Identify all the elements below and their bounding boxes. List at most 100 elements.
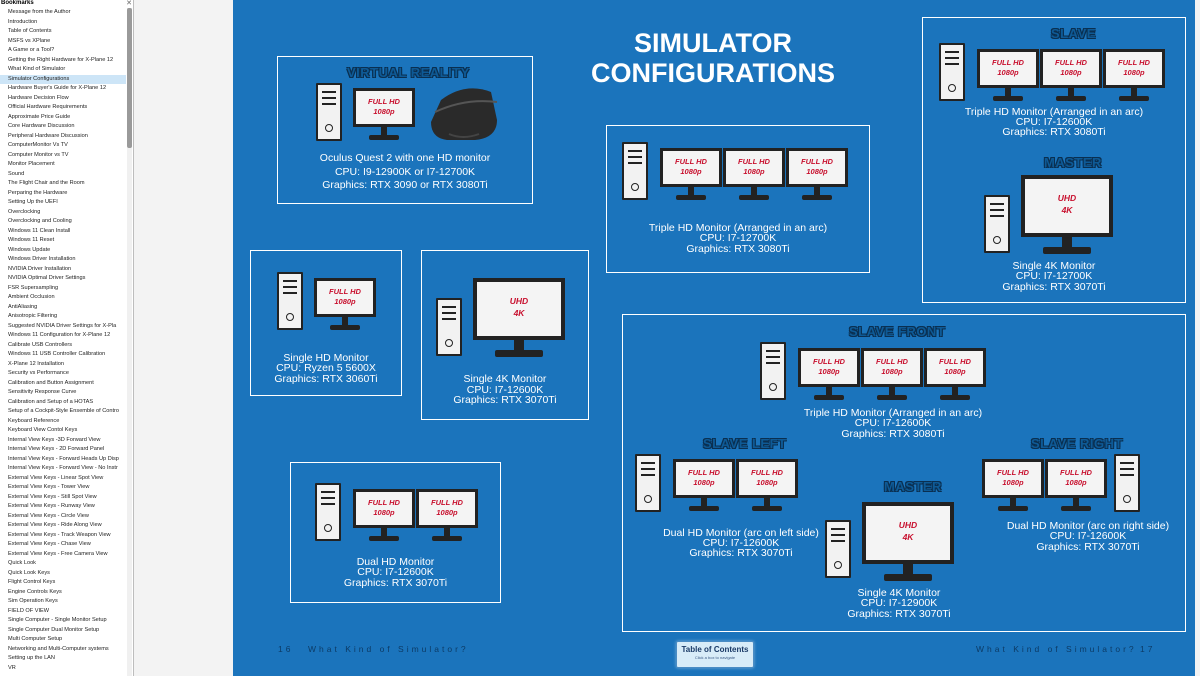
bookmark-item[interactable]: VR [8, 664, 16, 671]
bookmark-item[interactable]: The Flight Chair and the Room [8, 180, 85, 186]
config-box-single-hd[interactable] [250, 250, 402, 396]
bookmark-item[interactable]: Internal View Keys - Forward View - No I… [8, 465, 118, 471]
pc-tower-icon [939, 43, 965, 101]
config-box-vr[interactable] [277, 56, 533, 204]
bookmark-item[interactable]: Windows 11 Reset [8, 237, 55, 243]
caption-line: CPU: I7-12600K [1015, 116, 1093, 128]
bookmark-item[interactable]: Internal View Keys -3D Forward View [8, 436, 101, 443]
bookmark-item[interactable]: Sensitivity Response Curve [8, 389, 77, 395]
bookmark-item[interactable]: Calibration and Button Assignment [8, 379, 94, 386]
bookmark-item[interactable]: NVIDIA Optimal Driver Settings [8, 275, 86, 281]
toc-button-sub: Click a box to navigate [694, 655, 736, 660]
bookmark-item[interactable]: External View Keys - Free Camera View [8, 550, 108, 557]
bookmark-item[interactable]: ComputerMonitor Vs TV [8, 142, 68, 148]
bookmark-item[interactable]: Calibrate USB Controllers [8, 341, 73, 348]
caption-line: CPU: I7-12900K [860, 597, 938, 609]
bookmark-item[interactable]: MSFS vs XPlane [8, 37, 51, 44]
bookmark-item[interactable]: External View Keys - Circle View [8, 512, 89, 519]
bookmark-item[interactable]: Table of Contents [8, 28, 52, 34]
bookmark-item[interactable]: Setting Up the UEFI [8, 199, 58, 205]
config-box-dual-hd[interactable] [290, 462, 501, 603]
table-of-contents-button[interactable]: Table of Contents Click a box to navigat… [676, 641, 754, 668]
bookmark-item[interactable]: FSR Supersampling [8, 284, 59, 291]
bookmark-item[interactable]: Windows 11 Configuration for X-Plane 12 [8, 332, 111, 338]
bookmark-item[interactable]: Hardware Decision Flow [8, 94, 69, 101]
config-label-master: MASTER [1044, 155, 1102, 170]
close-icon[interactable]: ✕ [126, 0, 132, 7]
bookmark-item[interactable]: Sound [8, 170, 25, 177]
caption-line: Single HD Monitor [283, 352, 369, 364]
bookmark-item[interactable]: External View Keys - Linear Spot View [8, 474, 104, 481]
toc-button-label: Table of Contents [681, 645, 749, 654]
bookmark-item[interactable]: Single Computer Dual Monitor Setup [8, 626, 100, 633]
bookmark-item[interactable]: Calibration and Setup of a HOTAS [8, 398, 94, 405]
caption-line: CPU: I7-12600K [466, 384, 544, 396]
bookmark-item[interactable]: External View Keys - Runway View [8, 503, 95, 509]
bookmark-item[interactable]: Message from the Author [8, 9, 71, 15]
scrollbar-thumb[interactable] [127, 8, 132, 148]
bookmark-item[interactable]: External View Keys - Tower View [8, 484, 90, 490]
bookmark-item[interactable]: Quick Look [8, 560, 36, 566]
bookmark-item[interactable]: Engine Controls Keys [8, 588, 62, 595]
bookmark-item[interactable]: External View Keys - Track Weapon View [8, 531, 111, 538]
bookmark-item[interactable]: Suggested NVIDIA Driver Settings for X-P… [8, 322, 117, 329]
bookmark-item[interactable]: AntiAliasing [8, 303, 38, 310]
bookmark-item[interactable]: Security vs Performance [8, 370, 69, 376]
bookmark-item[interactable]: External View Keys - Still Spot View [8, 493, 97, 500]
bookmark-item[interactable]: Windows Driver Installation [8, 256, 76, 262]
bookmark-item[interactable]: Windows Update [8, 246, 51, 253]
bookmark-item[interactable]: Monitor Placement [8, 161, 55, 167]
bookmark-item[interactable]: Anisotropic Filtering [8, 313, 58, 319]
bookmark-item[interactable]: X-Plane 12 Installation [8, 360, 64, 367]
bookmark-item[interactable]: Internal View Keys - 2D Forward Panel [8, 446, 105, 452]
bookmark-item[interactable]: Keyboard View Contol Keys [8, 427, 78, 433]
page-number-left: 16 [278, 644, 294, 654]
config-box-slave-master[interactable] [922, 17, 1186, 303]
bookmark-item[interactable]: Multi Computer Setup [8, 636, 63, 642]
config-label-slave: SLAVE [1051, 26, 1096, 41]
bookmark-item[interactable]: Overclocking and Cooling [8, 218, 72, 224]
bookmark-item[interactable]: Quick Look Keys [8, 569, 50, 576]
config-box-four-computer[interactable] [622, 314, 1186, 632]
bookmark-item[interactable]: Perparing the Hardware [8, 189, 68, 196]
bookmark-item[interactable]: Windows 11 USB Controller Calibration [8, 351, 106, 357]
bookmarks-header: Bookmarks [1, 0, 34, 6]
bookmark-item[interactable]: Windows 11 Clean Install [8, 227, 71, 234]
bookmark-item[interactable]: External View Keys - Chase View [8, 541, 91, 547]
bookmark-item[interactable]: FIELD OF VIEW [8, 607, 50, 614]
vr-headset-icon [431, 88, 498, 140]
config-box-triple-hd[interactable] [606, 125, 870, 273]
bookmark-item[interactable]: Introduction [8, 18, 38, 25]
bookmark-item[interactable]: Sim Operation Keys [8, 598, 58, 604]
bookmarks-scrollbar[interactable] [127, 8, 132, 676]
bookmark-item[interactable]: Hardware Buyer's Guide for X-Plane 12 [8, 85, 107, 91]
bookmark-item[interactable]: Core Hardware Discussion [8, 123, 75, 129]
caption-line: CPU: I7-12700K [1015, 270, 1093, 282]
bookmark-item[interactable]: Single Computer - Single Monitor Setup [8, 617, 107, 623]
bookmark-item[interactable]: Computer Monitor vs TV [8, 151, 69, 158]
config-label-vr: VIRTUAL REALITY [347, 65, 470, 80]
bookmark-item[interactable]: Setup of a Cockpit-Style Ensemble of Con… [8, 408, 119, 414]
bookmark-item[interactable]: A Game or a Tool? [8, 47, 55, 53]
bookmark-item[interactable]: Official Hardware Requirements [8, 104, 88, 110]
bookmark-item[interactable]: Setting up the LAN [8, 655, 55, 661]
caption-line: CPU: Ryzen 5 5600X [276, 362, 376, 374]
caption-line: CPU: I7-12600K [854, 417, 932, 429]
bookmark-item[interactable]: Flight Control Keys [8, 579, 56, 585]
bookmark-item[interactable]: Approximate Price Guide [8, 113, 71, 120]
bookmark-item[interactable]: Getting the Right Hardware for X-Plane 1… [8, 56, 114, 63]
bookmark-item[interactable]: Internal View Keys - Forward Heads Up Di… [8, 455, 119, 462]
bookmark-item[interactable]: Peripheral Hardware Discussion [8, 132, 88, 139]
bookmark-item[interactable]: Ambient Occlusion [8, 294, 55, 300]
config-box-single-4k[interactable] [421, 250, 589, 420]
pc-tower-icon [436, 298, 462, 356]
bookmark-item[interactable]: Simulator Configurations [0, 74, 126, 84]
bookmark-item[interactable]: External View Keys - Ride Along View [8, 522, 102, 528]
bookmark-item[interactable]: Overclocking [8, 208, 41, 215]
bookmark-item[interactable]: Keyboard Reference [8, 417, 60, 424]
bookmark-item[interactable]: What Kind of Simulator [8, 66, 66, 72]
bookmark-item[interactable]: NVIDIA Driver Installation [8, 265, 72, 272]
bookmark-item[interactable]: Networking and Multi-Computer systems [8, 645, 109, 652]
